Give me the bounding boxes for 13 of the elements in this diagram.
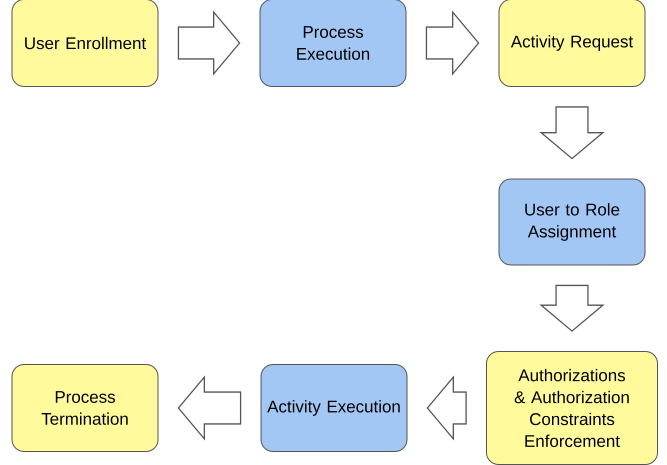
process-box: Authorizations & Authorization Constraints Enforcement [486, 351, 658, 465]
process-box: User Enrollment [12, 0, 158, 87]
block-arrow [178, 10, 240, 76]
block-arrow [539, 106, 605, 160]
process-box: Process Termination [12, 364, 158, 452]
block-arrow [539, 284, 605, 332]
block-arrow [426, 375, 467, 441]
block-arrow [178, 375, 242, 441]
process-box: Activity Execution [260, 364, 408, 452]
process-box: Process Execution [260, 0, 406, 87]
process-box: Activity Request [498, 0, 646, 87]
process-box: User to Role Assignment [498, 178, 646, 266]
block-arrow [426, 10, 480, 76]
